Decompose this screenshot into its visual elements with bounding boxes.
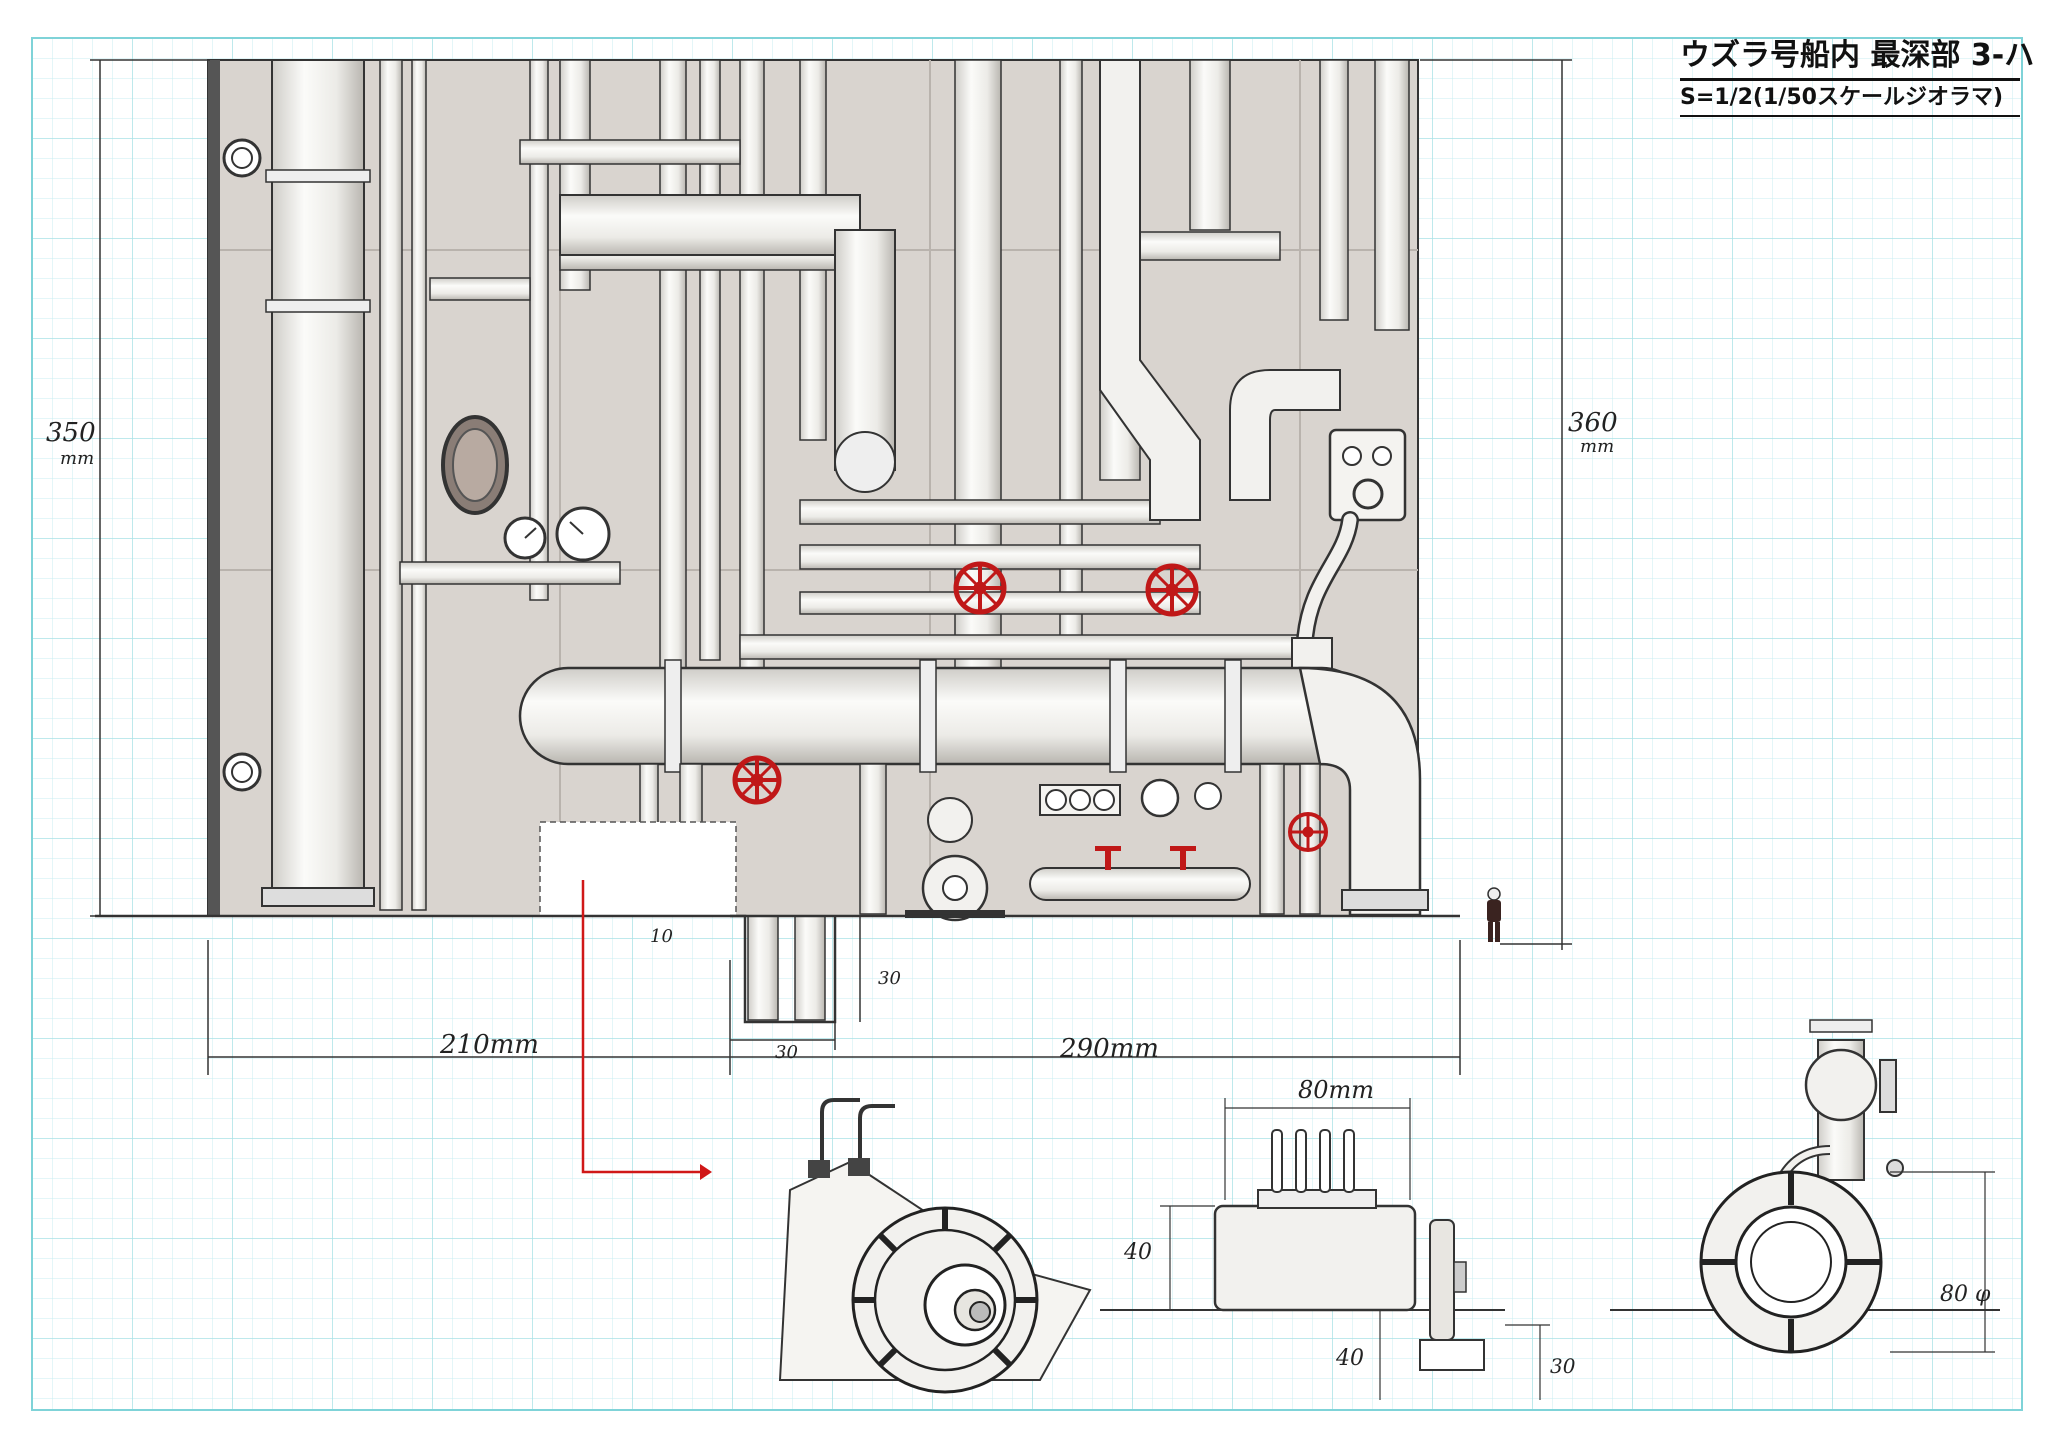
red-valve-wheel (732, 755, 782, 805)
pipe-wall-elevation (207, 59, 1429, 1024)
cutout-outline (539, 821, 737, 917)
pit-width: 30 (775, 1042, 798, 1063)
red-valve-wheel (953, 561, 1007, 615)
oval-porthole (441, 415, 509, 515)
motor-side-elevation (1100, 1098, 1550, 1400)
control-box (1328, 428, 1407, 522)
detail-callout-arrow (581, 880, 712, 1180)
motor-perspective-sketch (778, 1098, 1092, 1394)
pressure-gauge (555, 506, 611, 562)
motor-diameter: 80 φ (1940, 1282, 1991, 1307)
drawing-title: ウズラ号船内 最深部 3-ハ (1680, 36, 2034, 81)
bottom-left-width: 210mm (440, 1030, 539, 1060)
gauge-cluster (1039, 778, 1222, 818)
main-vertical-pipe (261, 59, 375, 907)
red-valve-wheel (1288, 812, 1328, 852)
pit-depth: 10 (650, 926, 673, 947)
pedestal-height: 30 (1550, 1354, 1576, 1378)
right-height-unit: mm (1580, 436, 1615, 457)
motor-base-height: 40 (1336, 1346, 1364, 1371)
left-height-value: 350 (46, 418, 96, 448)
motor-front-elevation (1610, 1019, 2000, 1354)
pump-motor (905, 797, 1005, 922)
sheet-border (31, 37, 2023, 1411)
drawing-scale: S=1/2(1/50スケールジオラマ) (1680, 81, 2020, 117)
scale-figure (1487, 887, 1501, 942)
wall-porthole-top (222, 138, 262, 178)
left-height-unit: mm (60, 448, 95, 469)
right-height-value: 360 (1568, 408, 1618, 438)
large-elbow-pipe (559, 194, 896, 493)
title-block: ウズラ号船内 最深部 3-ハ S=1/2(1/50スケールジオラマ) (1680, 36, 2034, 117)
main-header-pipe (518, 659, 1429, 917)
red-valve-wheel (1145, 563, 1199, 617)
bottom-right-width: 290mm (1060, 1034, 1159, 1064)
pressure-gauge (503, 516, 547, 560)
wall-porthole-bottom (222, 752, 262, 792)
motor-width: 80mm (1298, 1076, 1375, 1104)
motor-height: 40 (1124, 1240, 1152, 1265)
pit-offset: 30 (878, 968, 901, 989)
